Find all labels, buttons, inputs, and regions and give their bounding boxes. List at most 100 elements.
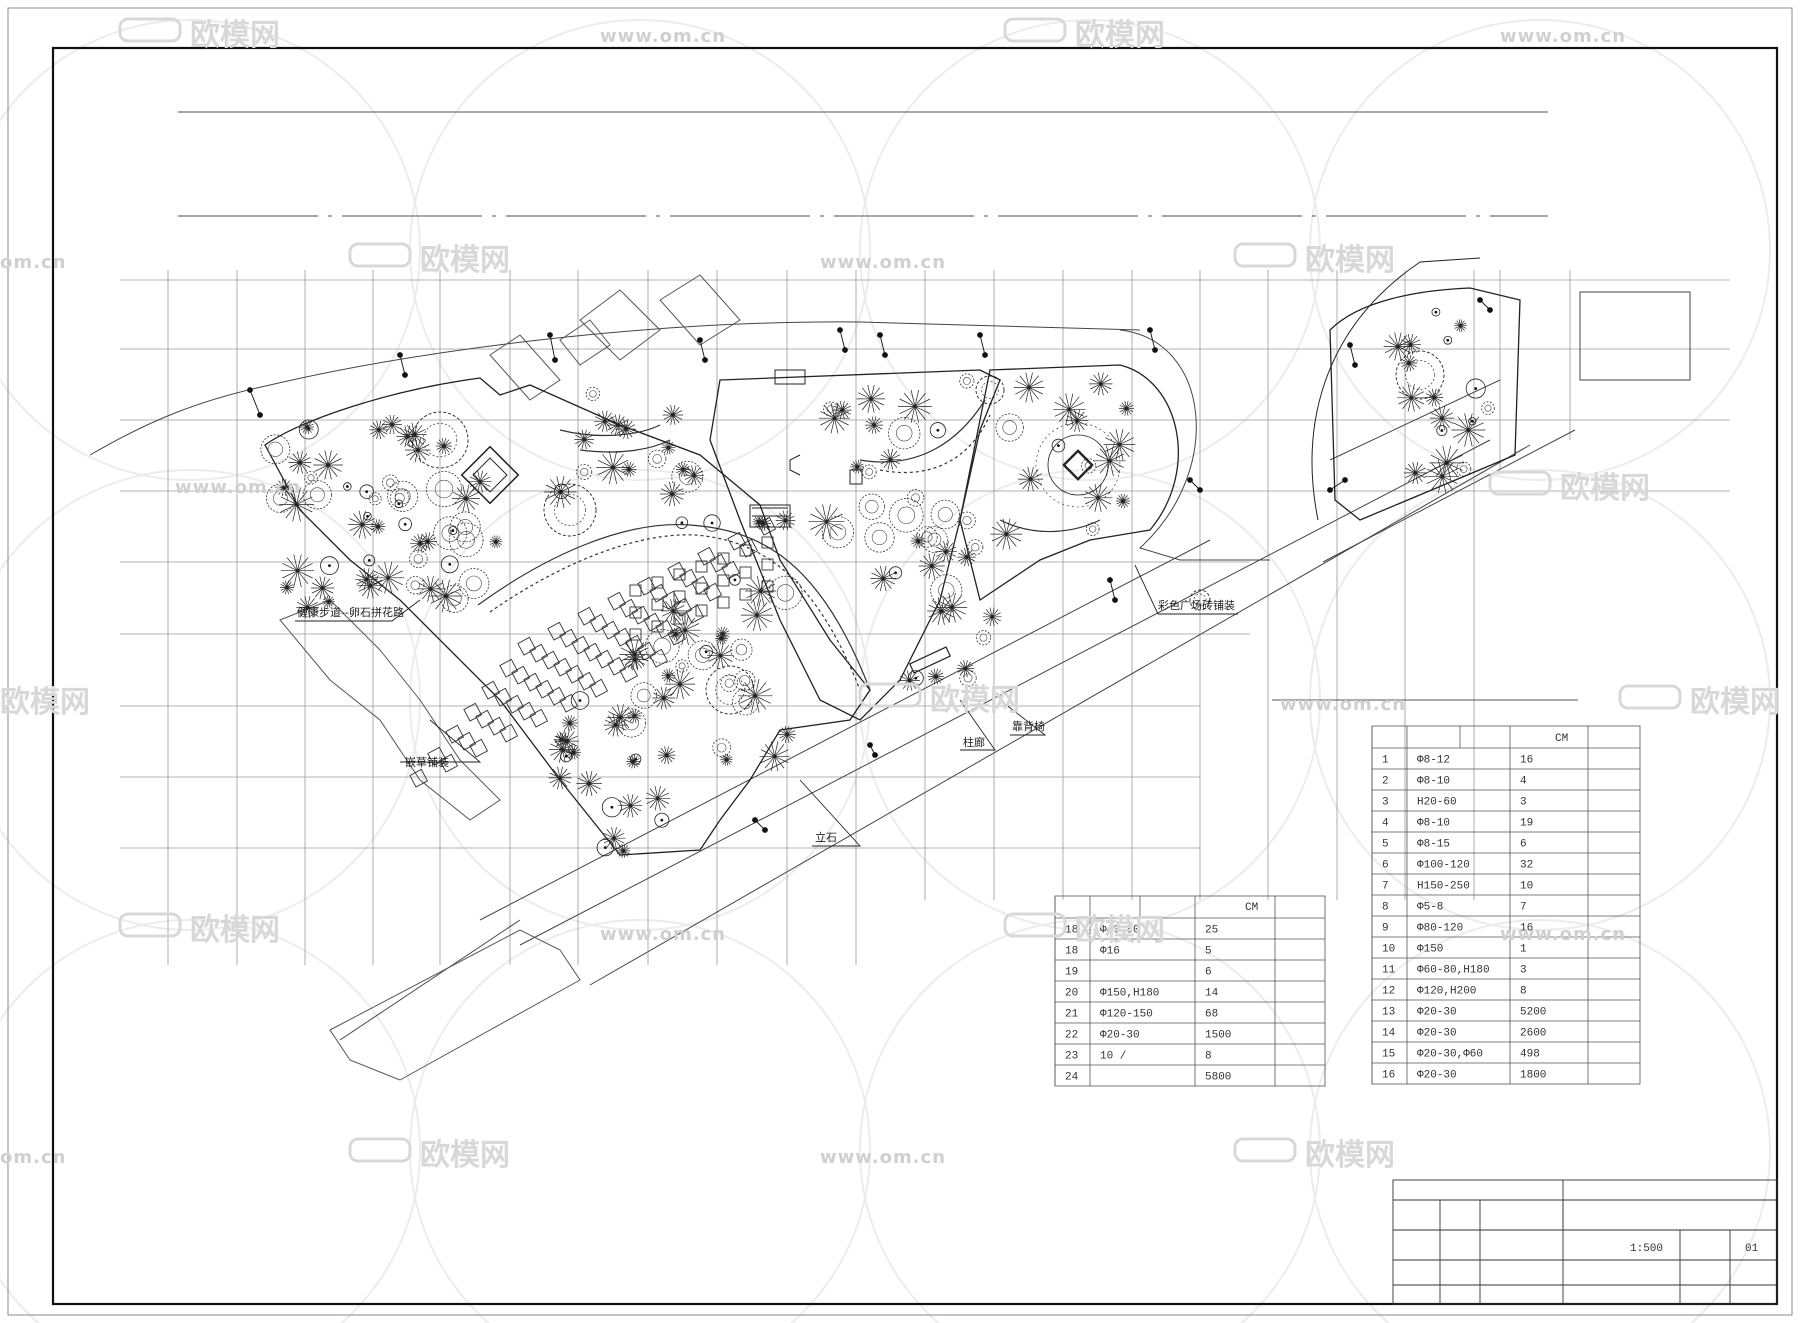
table-cell-no: 4	[1382, 817, 1389, 829]
lamp-posts	[247, 297, 1493, 833]
label-standing-stone: 立石	[815, 830, 837, 844]
table-cell-no: 22	[1065, 1029, 1078, 1041]
table-cell-spec: Φ8-12	[1417, 754, 1450, 766]
watermark-url: om.cn	[0, 1147, 66, 1168]
table-cell-qty: 1800	[1520, 1069, 1546, 1081]
sheet-inner-border	[51, 46, 1779, 1306]
table-cell-qty: 8	[1520, 985, 1527, 997]
table-cell-spec: Φ20-30	[1100, 1029, 1140, 1041]
table-cell-qty: 498	[1520, 1048, 1540, 1060]
table-cell-spec: Φ120-150	[1100, 1008, 1153, 1020]
watermark-brand: 欧模网	[0, 685, 90, 720]
table-cell-no: 12	[1382, 985, 1395, 997]
watermark-brand: 欧模网	[930, 683, 1020, 718]
sheet-outer-border	[7, 7, 1793, 1316]
table-cell-no: 14	[1382, 1027, 1396, 1039]
table-cell-no: 15	[1382, 1048, 1395, 1060]
table-cell-spec: H20-60	[1417, 796, 1457, 808]
table-cell-spec: Φ8-10	[1417, 817, 1450, 829]
table-cell-qty: 5	[1205, 945, 1212, 957]
table-cell-spec: Φ100-120	[1417, 859, 1470, 871]
planting-trees	[260, 307, 1495, 858]
watermark-brand: 欧模网	[1690, 685, 1780, 720]
table-cell-no: 7	[1382, 880, 1389, 892]
table-cell-spec: Φ20-30	[1417, 1069, 1457, 1081]
table-cell-qty: 1	[1520, 943, 1527, 955]
watermark-url: www.om.cn	[1500, 26, 1626, 47]
watermark-brand: 欧模网	[1305, 1138, 1395, 1173]
table-cell-spec: Φ150	[1417, 943, 1443, 955]
table-cell-qty: 16	[1520, 922, 1533, 934]
table-cell-spec: Φ120,H200	[1417, 985, 1476, 997]
watermark-brand: 欧模网	[190, 18, 280, 53]
watermark-brand: 欧模网	[1305, 243, 1395, 278]
table-cell-no: 2	[1382, 775, 1389, 787]
table-cell-no: 6	[1382, 859, 1389, 871]
watermark-brand: 欧模网	[190, 913, 280, 948]
table-cell-qty: 5800	[1205, 1071, 1231, 1083]
table-cell-no: 10	[1382, 943, 1395, 955]
table-cell-no: 21	[1065, 1008, 1079, 1020]
table-cell-qty: 16	[1520, 754, 1533, 766]
label-pillar-corridor: 柱廊	[963, 735, 985, 749]
watermark-brand: 欧模网	[1560, 471, 1650, 506]
watermark-url: www.om.cn	[1280, 694, 1406, 715]
table-cell-no: 16	[1382, 1069, 1395, 1081]
pavilion	[460, 445, 520, 505]
watermark-brand: 欧模网	[420, 243, 510, 278]
table-cell-qty: 10	[1520, 880, 1533, 892]
table-cell-no: 8	[1382, 901, 1389, 913]
watermark-brand: 欧模网	[1075, 18, 1165, 53]
table-left-header: CM	[1245, 902, 1258, 914]
hardscape-features	[460, 369, 1121, 674]
survey-grid	[120, 270, 1730, 965]
table-cell-no: 9	[1382, 922, 1389, 934]
road-boundaries	[89, 291, 1691, 1041]
table-cell-spec: H150-250	[1417, 880, 1470, 892]
inlaid-paving-grid	[409, 516, 777, 788]
watermark-url: www.om.cn	[1500, 924, 1626, 945]
table-cell-spec: Φ150,H180	[1100, 987, 1159, 999]
table-cell-qty: 7	[1520, 901, 1527, 913]
label-inlaid-paving: 嵌草铺装	[405, 756, 449, 769]
table-cell-qty: 5200	[1520, 1006, 1546, 1018]
table-cell-qty: 68	[1205, 1008, 1218, 1020]
table-cell-qty: 8	[1205, 1050, 1212, 1062]
table-cell-no: 24	[1065, 1071, 1079, 1083]
table-cell-spec: Φ80-120	[1417, 922, 1463, 934]
table-cell-spec: Φ8-10	[1417, 775, 1450, 787]
watermark-url: www.om.cn	[600, 924, 726, 945]
table-cell-qty: 32	[1520, 859, 1533, 871]
watermarks: 欧模网欧模网欧模网欧模网欧模网欧模网欧模网欧模网欧模网欧模网欧模网欧模网www.…	[0, 17, 1780, 1173]
title-block	[1392, 1179, 1778, 1305]
table-cell-qty: 3	[1520, 964, 1527, 976]
table-cell-spec: Φ20-30	[1417, 1027, 1457, 1039]
table-cell-qty: 25	[1205, 924, 1218, 936]
watermark-pattern	[0, 19, 1771, 1323]
table-cell-no: 5	[1382, 838, 1389, 850]
title-block-sheet-no: 01	[1745, 1243, 1759, 1255]
table-cell-no: 1	[1382, 754, 1389, 766]
table-cell-qty: 2600	[1520, 1027, 1546, 1039]
table-cell-qty: 6	[1520, 838, 1527, 850]
table-cell-qty: 6	[1205, 966, 1212, 978]
watermark-url: om.cn	[0, 252, 66, 273]
table-cell-qty: 19	[1520, 817, 1533, 829]
table-cell-no: 13	[1382, 1006, 1395, 1018]
table-cell-no: 18	[1065, 945, 1078, 957]
title-block-scale: 1:500	[1630, 1243, 1663, 1255]
table-cell-spec: Φ20-30,Φ60	[1417, 1048, 1483, 1060]
label-fitness-path: 健康步道--卵石拼花路	[297, 605, 404, 619]
table-cell-qty: 4	[1520, 775, 1527, 787]
table-cell-spec: Φ16	[1100, 945, 1120, 957]
watermark-brand: 欧模网	[420, 1138, 510, 1173]
label-leaders	[295, 564, 1238, 847]
park-boundary	[264, 257, 1521, 856]
table-cell-spec: Φ5-8	[1417, 901, 1443, 913]
table-cell-no: 11	[1382, 964, 1396, 976]
table-cell-no: 19	[1065, 966, 1078, 978]
table-cell-qty: 14	[1205, 987, 1219, 999]
